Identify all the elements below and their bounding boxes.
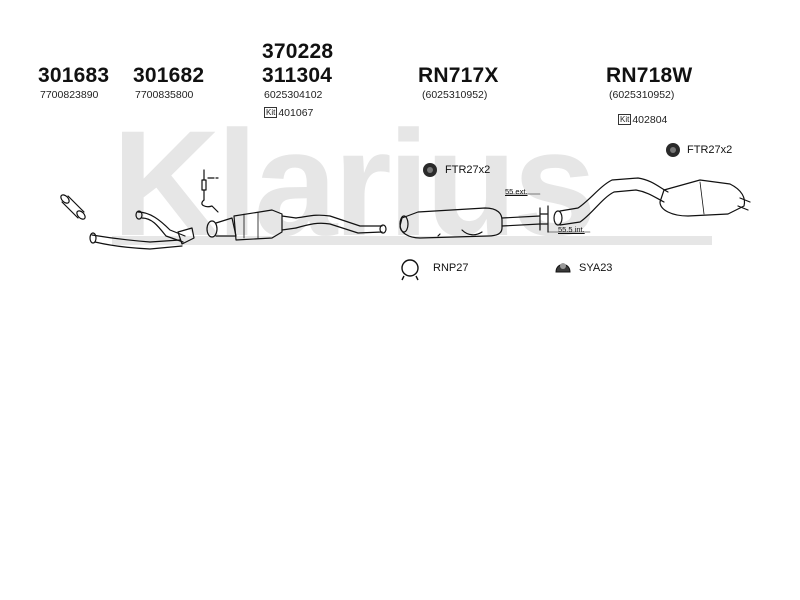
rubber-mount-icon	[666, 143, 680, 157]
rear-silencer-rn718w	[553, 177, 751, 226]
kit-badge: Kit	[264, 107, 278, 118]
kit-number-402804: 402804	[632, 114, 668, 126]
center-pipe-311304	[295, 214, 387, 234]
part-number-301683: 301683	[38, 64, 110, 87]
oe-number-311304: 6025304102	[264, 89, 323, 101]
accessory-label-sya: SYA23	[579, 262, 613, 274]
pipe-joint	[539, 205, 549, 233]
accessory-label-ftr-a: FTR27x2	[445, 164, 491, 176]
rubber-mount-icon	[423, 163, 437, 177]
oe-number-rn718w: (6025310952)	[609, 89, 675, 101]
dimension-label-int: 55.5 int.	[558, 225, 585, 234]
kit-badge: Kit	[618, 114, 632, 125]
dimension-label-ext: 55 ext.	[505, 187, 528, 196]
accessory-label-rnp: RNP27	[433, 262, 469, 274]
downpipe-301682	[89, 210, 195, 250]
connecting-pipe-301683	[60, 194, 86, 220]
u-clamp-icon	[555, 263, 571, 273]
part-number-311304: 311304	[262, 64, 333, 87]
clamp-ring-icon	[401, 259, 419, 281]
oe-number-rn717x: (6025310952)	[422, 89, 488, 101]
part-number-301682: 301682	[133, 64, 205, 87]
accessory-label-ftr-b: FTR27x2	[687, 144, 733, 156]
part-number-rn718w: RN718W	[606, 64, 693, 87]
oe-number-301683: 7700823890	[40, 89, 99, 101]
watermark-underline	[112, 236, 712, 245]
part-number-rn717x: RN717X	[418, 64, 499, 87]
lambda-sensor	[201, 169, 219, 213]
oe-number-301682: 7700835800	[135, 89, 194, 101]
kit-number-401067: 401067	[278, 107, 314, 119]
catalytic-converter-370228	[206, 209, 297, 241]
part-number-370228: 370228	[262, 40, 334, 63]
middle-silencer-rn717x	[399, 207, 541, 239]
